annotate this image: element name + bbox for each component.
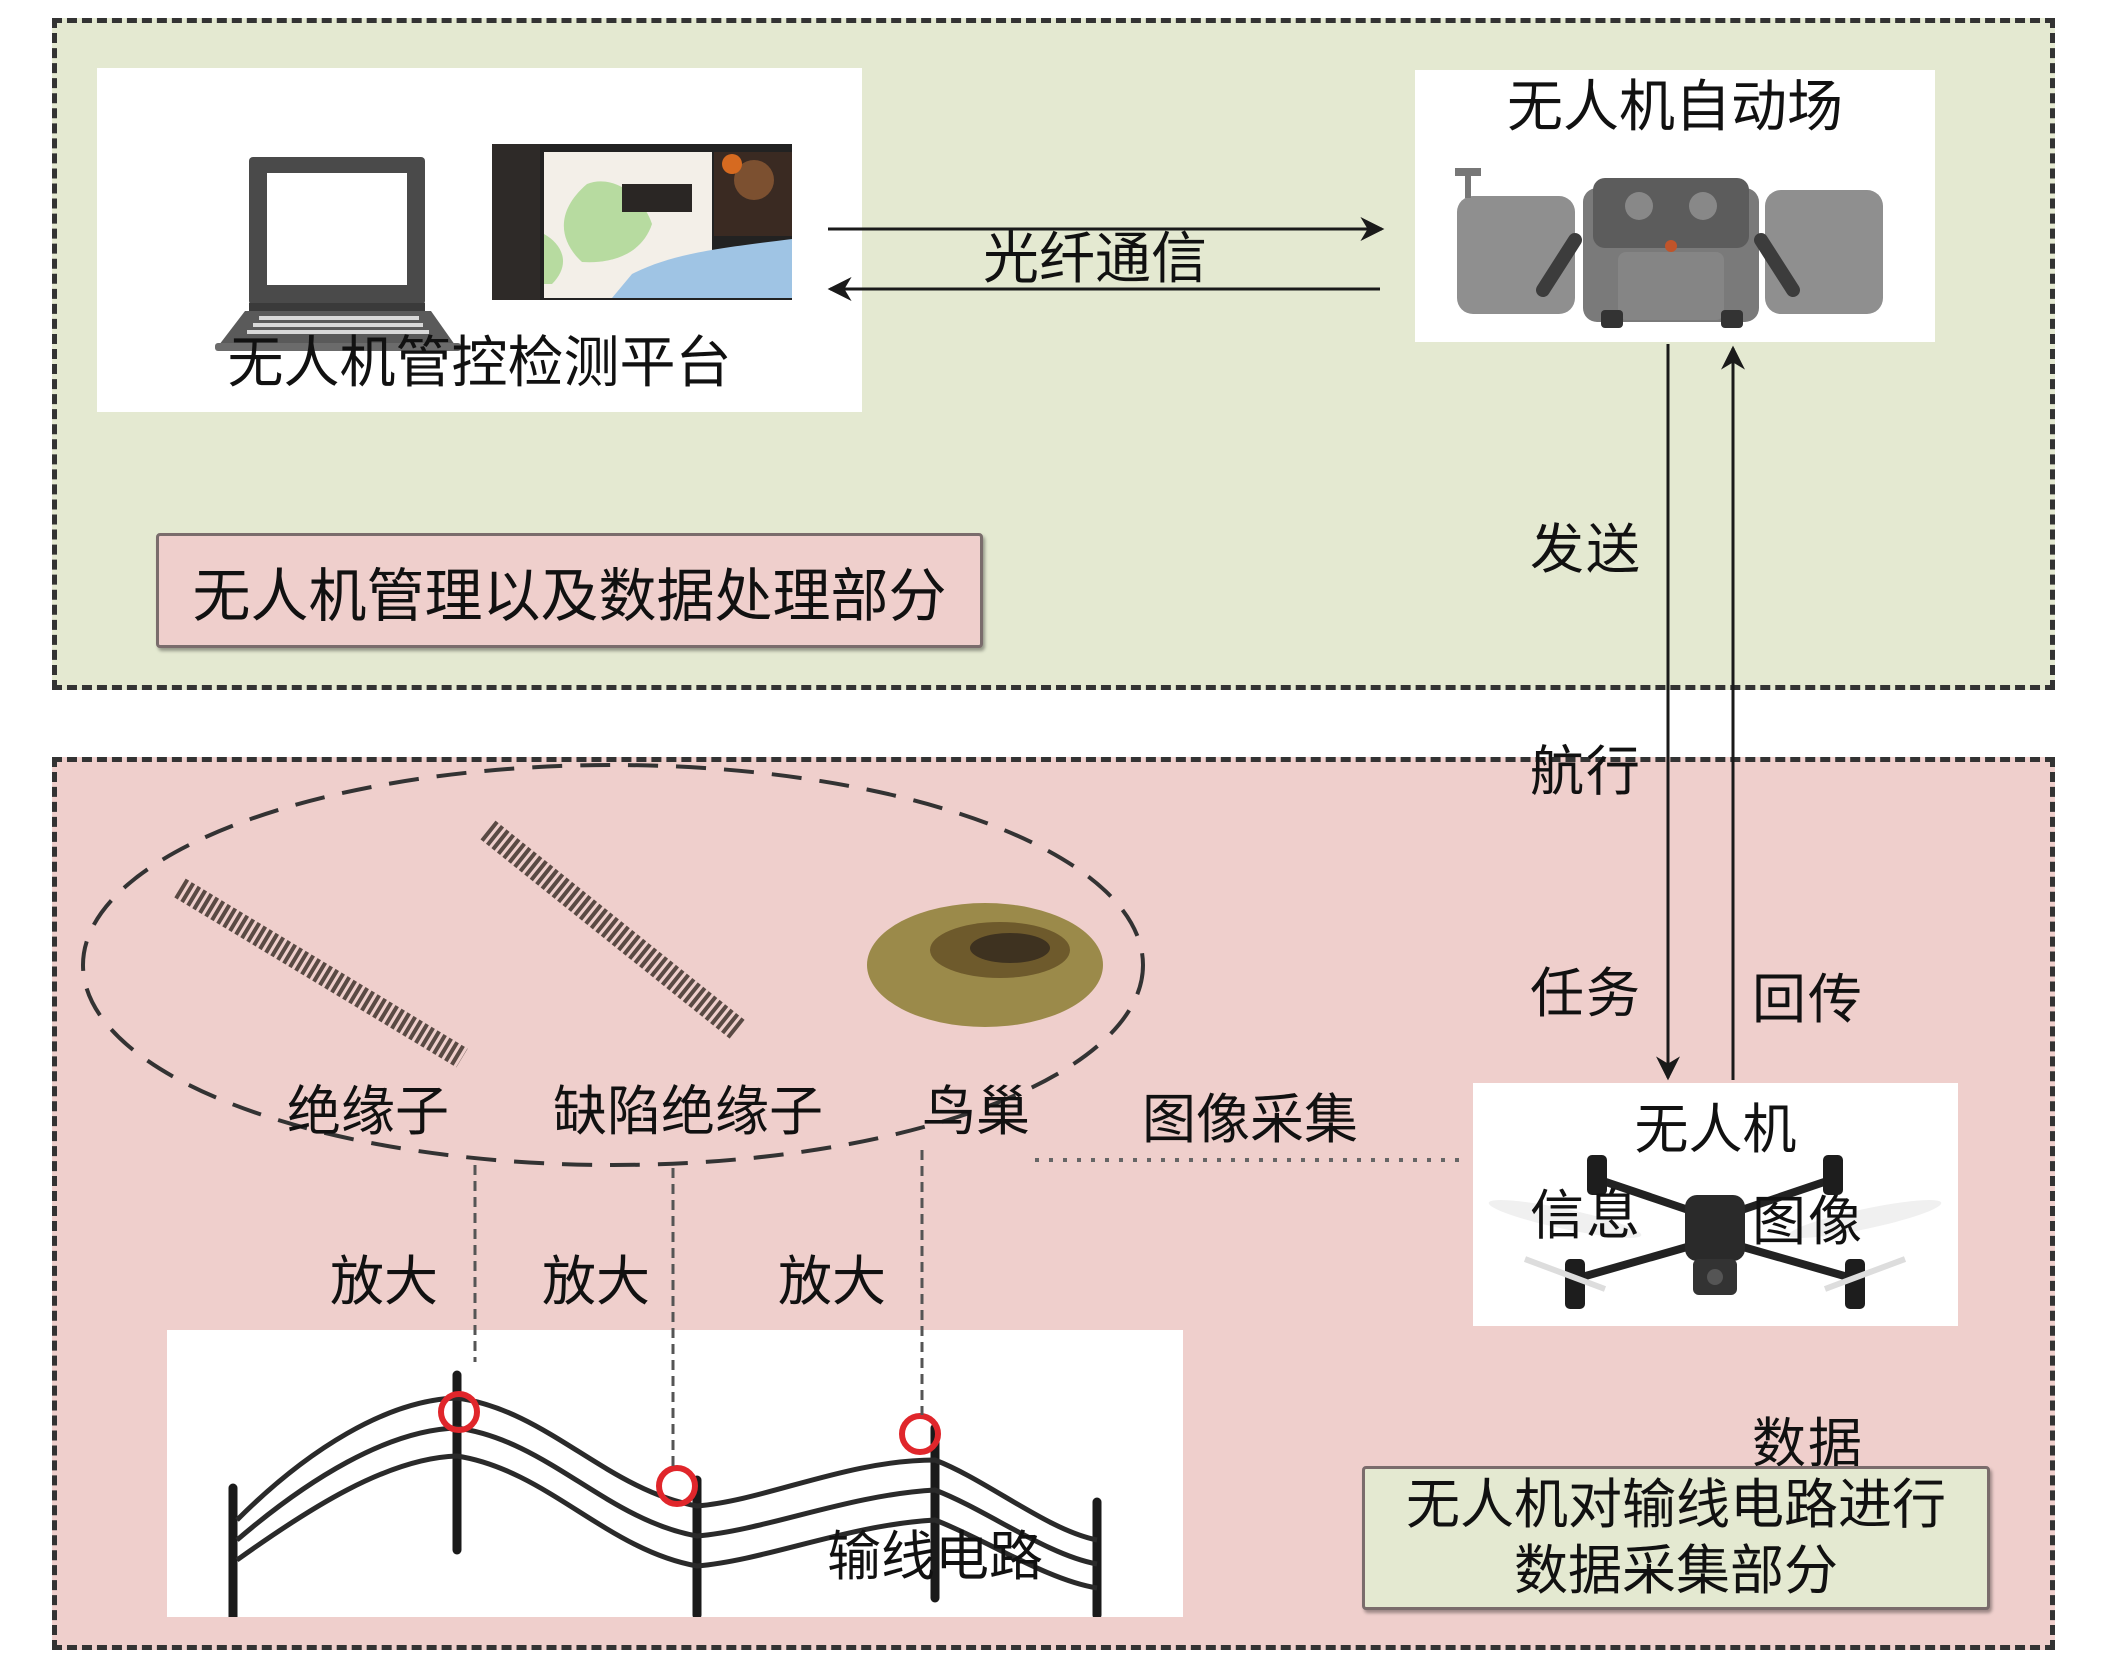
sample-label-defective-insulator: 缺陷绝缘子 [553, 1080, 823, 1143]
send-task-line: 发送 [1530, 518, 1642, 581]
return-image-label: 回传 图像 数据 [1752, 815, 1872, 1555]
drone-panel: 无人机 [1473, 1083, 1958, 1326]
monitor-map-icon [492, 144, 792, 300]
station-panel: 无人机自动场 [1415, 70, 1935, 342]
zoom-label: 放大 [330, 1250, 438, 1313]
collection-zone-label-line2: 数据采集部分 [1514, 1539, 1838, 1602]
drone-label: 无人机 [1634, 1098, 1797, 1161]
laptop-icon [215, 157, 461, 351]
sample-label-insulator: 绝缘子 [287, 1080, 449, 1143]
quadcopter-icon [1488, 1155, 1942, 1309]
send-task-line: 任务 [1530, 962, 1642, 1025]
return-image-line: 图像 [1752, 1190, 1864, 1253]
station-label: 无人机自动场 [1507, 75, 1843, 140]
management-zone-label-text: 无人机管理以及数据处理部分 [192, 561, 947, 630]
collection-zone-label-line1: 无人机对输线电路进行 [1406, 1473, 1946, 1536]
return-image-line: 数据 [1752, 1412, 1864, 1475]
zoom-label: 放大 [542, 1250, 650, 1313]
drone-dock-icon [1455, 168, 1883, 328]
collection-zone-label: 无人机对输线电路进行 数据采集部分 [1362, 1466, 1990, 1610]
zoom-label: 放大 [778, 1250, 886, 1313]
power-line-icon [228, 1370, 1102, 1617]
fiber-label: 光纤通信 [983, 227, 1207, 292]
management-zone-label: 无人机管理以及数据处理部分 [156, 533, 983, 648]
power-line-panel: 输线电路 [167, 1330, 1183, 1617]
platform-panel: 无人机管控检测平台 [97, 68, 862, 412]
send-task-line: 信息 [1530, 1184, 1642, 1247]
platform-label: 无人机管控检测平台 [227, 331, 732, 396]
send-task-label: 发送 航行 任务 信息 [1530, 365, 1650, 1327]
image-capture-label: 图像采集 [1142, 1088, 1358, 1151]
sample-label-bird-nest: 鸟巢 [922, 1080, 1030, 1143]
return-image-line: 回传 [1752, 968, 1864, 1031]
power-line-label: 输线电路 [827, 1525, 1043, 1588]
send-task-line: 航行 [1530, 740, 1642, 803]
highlight-ring [438, 1391, 480, 1433]
